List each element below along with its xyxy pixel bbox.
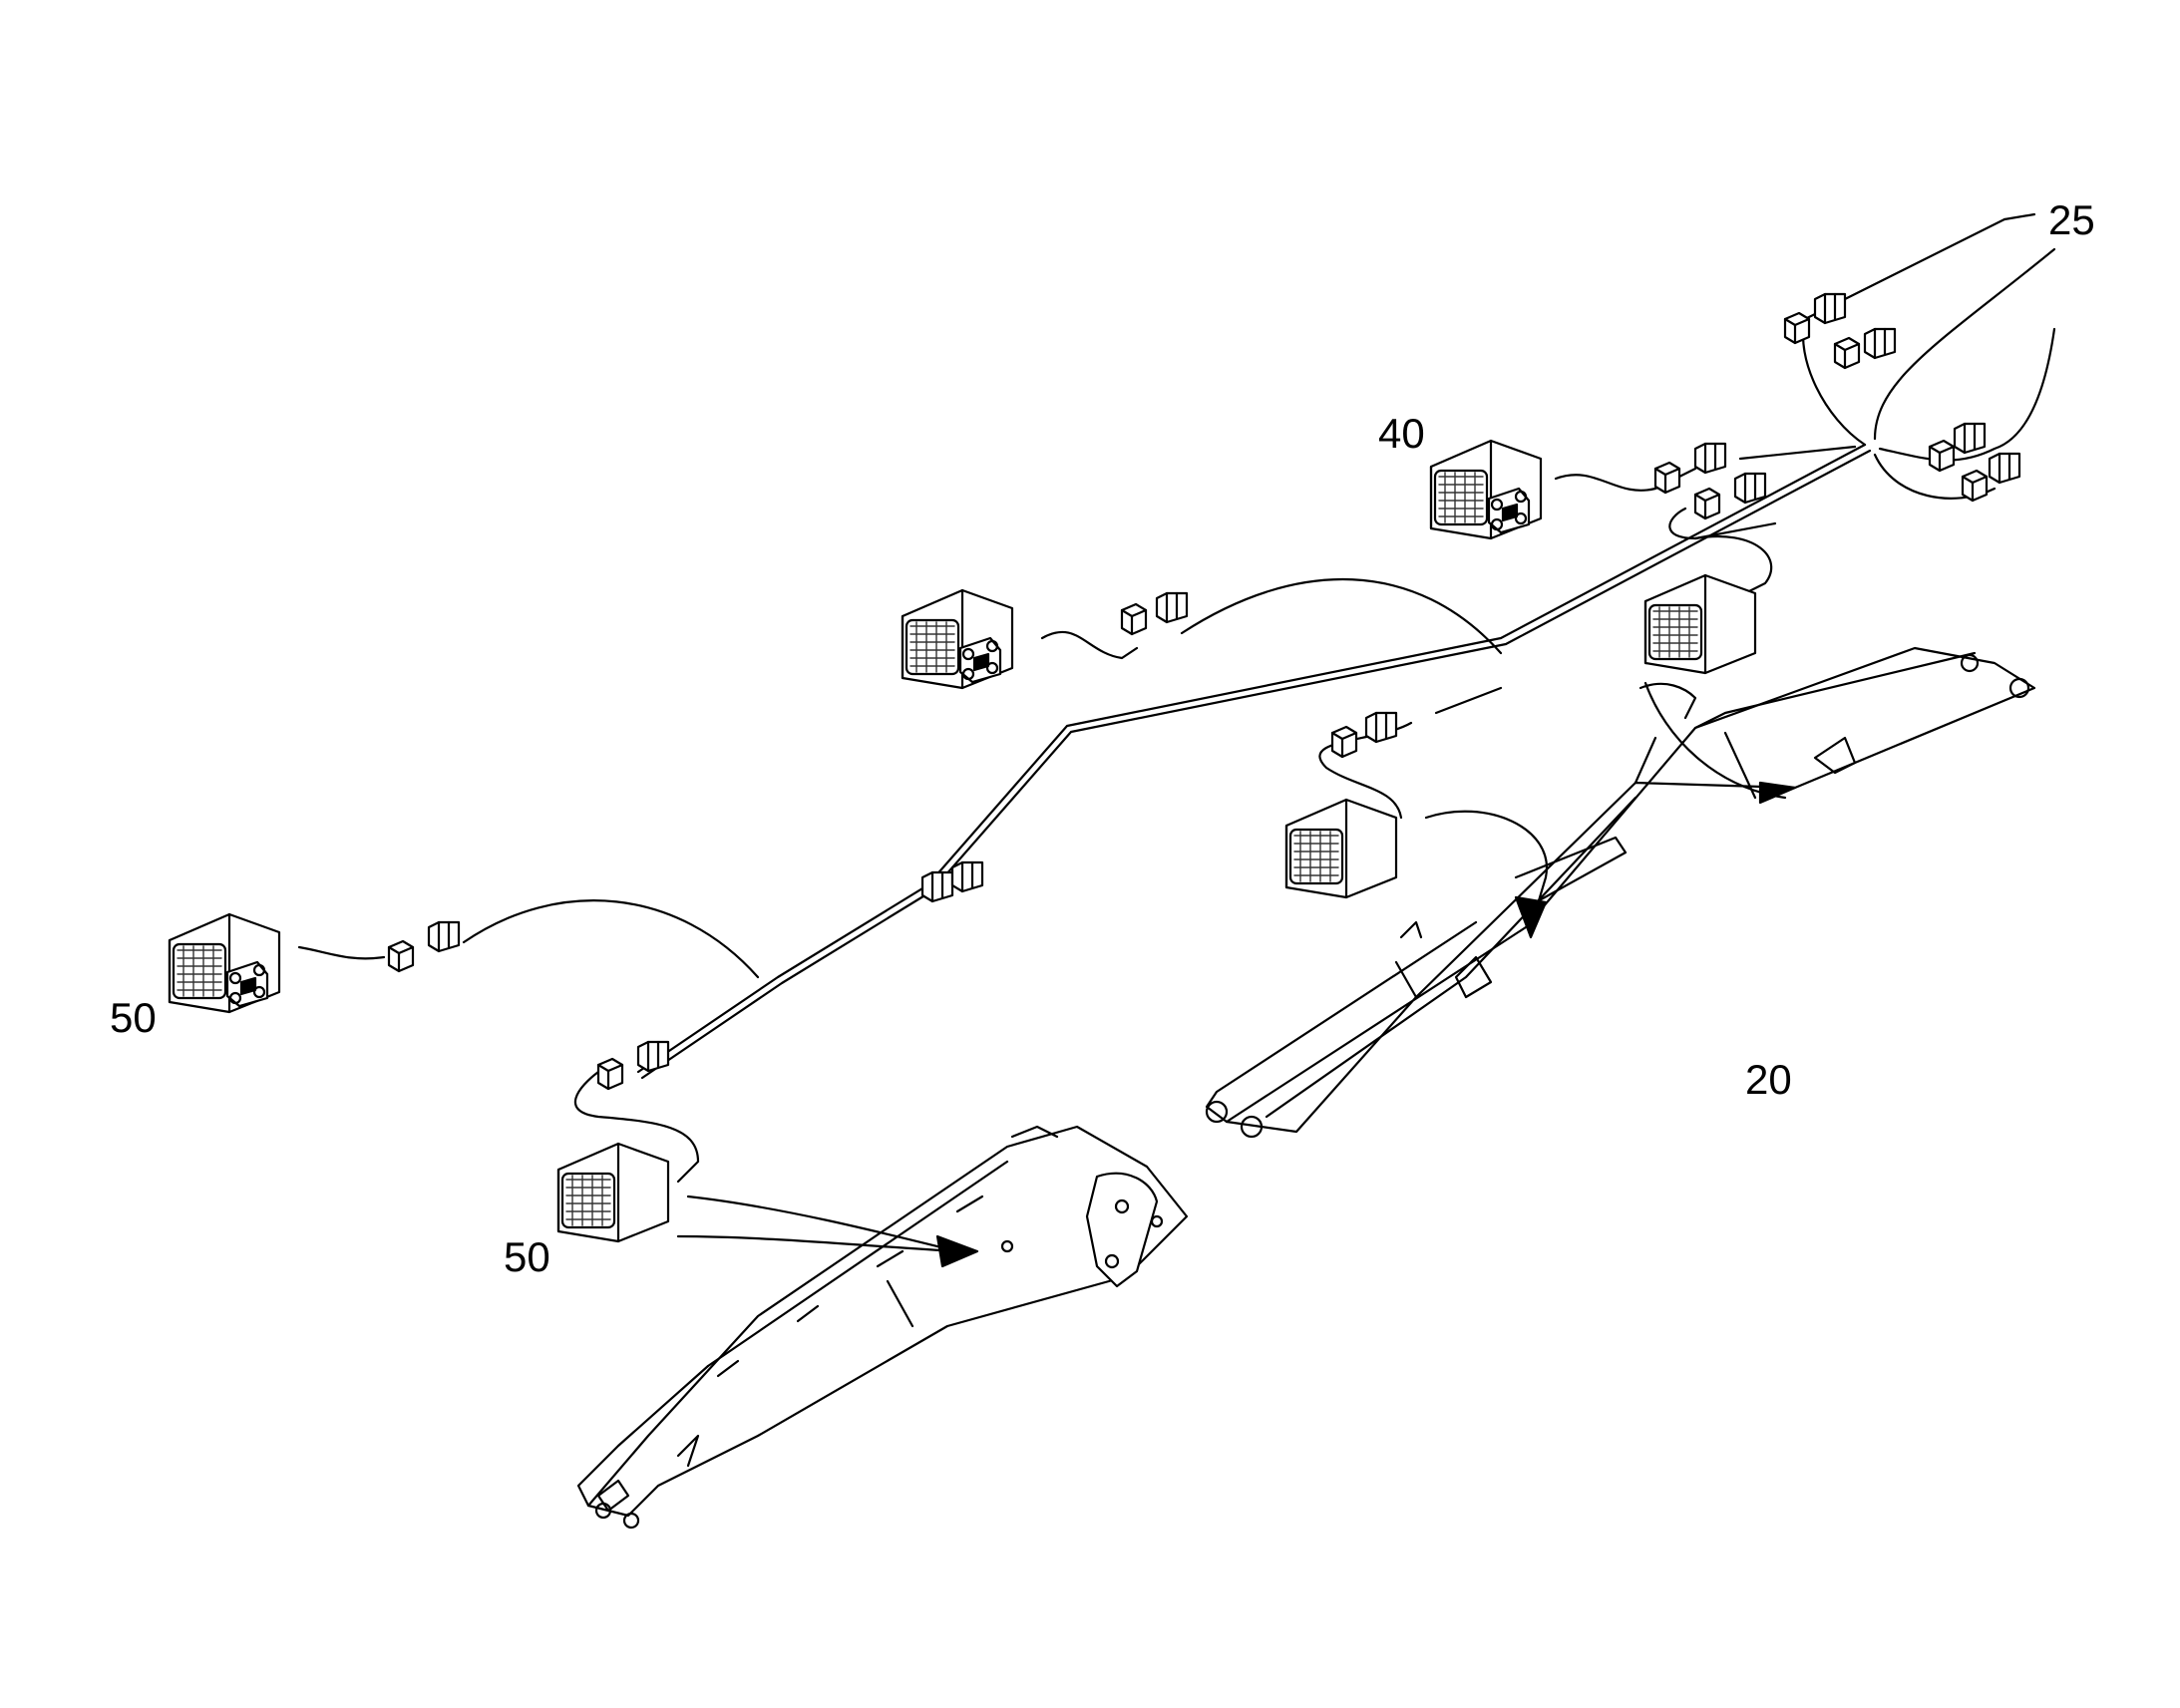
- work-lamp-icon: [1284, 798, 1398, 899]
- callout-40: 40: [1378, 410, 1425, 457]
- callout-50-lower: 50: [504, 1233, 550, 1280]
- wire-harness: [297, 217, 2056, 1184]
- stick-arm: [576, 1125, 1189, 1530]
- work-lamp-icon: [1429, 439, 1543, 540]
- callout-25: 25: [2048, 196, 2095, 243]
- work-lamp-icon: [556, 1142, 670, 1243]
- callout-50-left: 50: [110, 994, 157, 1041]
- harness-connectors: [387, 292, 2021, 1091]
- work-lamp-icon: [901, 588, 1014, 690]
- boom-arm: [1205, 646, 2036, 1139]
- work-lamp-icon: [1643, 573, 1757, 675]
- leader-25: [2002, 212, 2036, 221]
- callout-20: 20: [1745, 1056, 1792, 1103]
- work-lamp-icon: [168, 912, 281, 1014]
